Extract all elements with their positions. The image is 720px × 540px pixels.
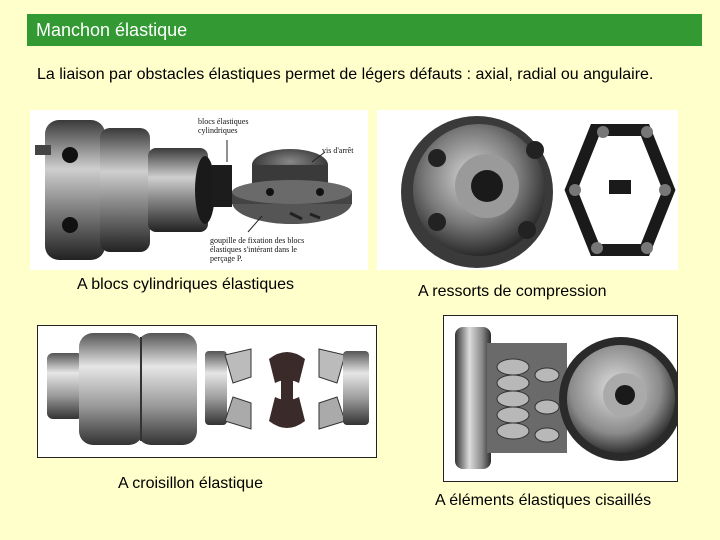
svg-text:blocs élastiques: blocs élastiques (198, 117, 248, 126)
svg-text:goupille de fixation des blocs: goupille de fixation des blocs (210, 236, 304, 245)
caption-cylindrical-blocks: A blocs cylindriques élastiques (77, 276, 295, 293)
svg-text:perçage P.: perçage P. (210, 254, 242, 263)
photo-elastic-cross (37, 325, 377, 458)
photo-cylindrical-blocks: blocs élastiques cylindriques vis d'arrê… (30, 110, 368, 270)
photo-sheared-elements (443, 315, 678, 482)
svg-text:élastiques s'intérant dans le: élastiques s'intérant dans le (210, 245, 297, 254)
caption-compression-springs: A ressorts de compression (418, 283, 607, 300)
annotation-screw: vis d'arrêt (322, 146, 354, 155)
photo-compression-springs (377, 110, 678, 270)
svg-text:cylindriques: cylindriques (198, 126, 238, 135)
annotation-blocks: blocs élastiques cylindriques (198, 117, 248, 135)
annotation-pin: goupille de fixation des blocs élastique… (210, 236, 304, 263)
slide-title: Manchon élastique (27, 14, 702, 46)
caption-elastic-cross: A croisillon élastique (118, 475, 263, 492)
caption-sheared-elements: A éléments élastiques cisaillés (435, 492, 652, 509)
intro-text: La liaison par obstacles élastiques perm… (37, 66, 654, 83)
